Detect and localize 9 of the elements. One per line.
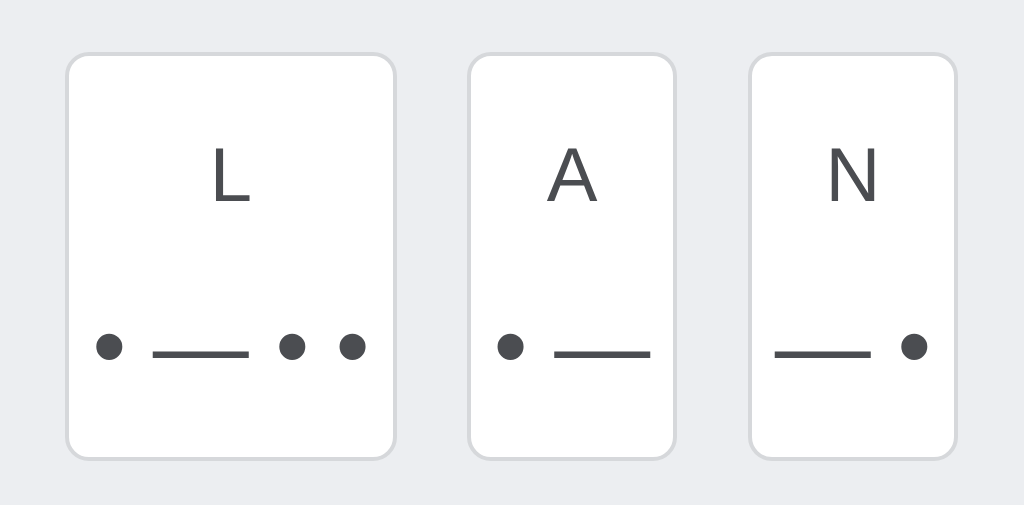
card (748, 52, 958, 461)
letter: L (209, 137, 253, 213)
card (65, 52, 397, 461)
morse-code: • — • • (92, 298, 370, 394)
morse-code: • — (493, 298, 651, 394)
card (467, 52, 677, 461)
morse-code: — • (774, 298, 932, 394)
letter: A (546, 137, 598, 213)
letter: N (825, 137, 881, 213)
